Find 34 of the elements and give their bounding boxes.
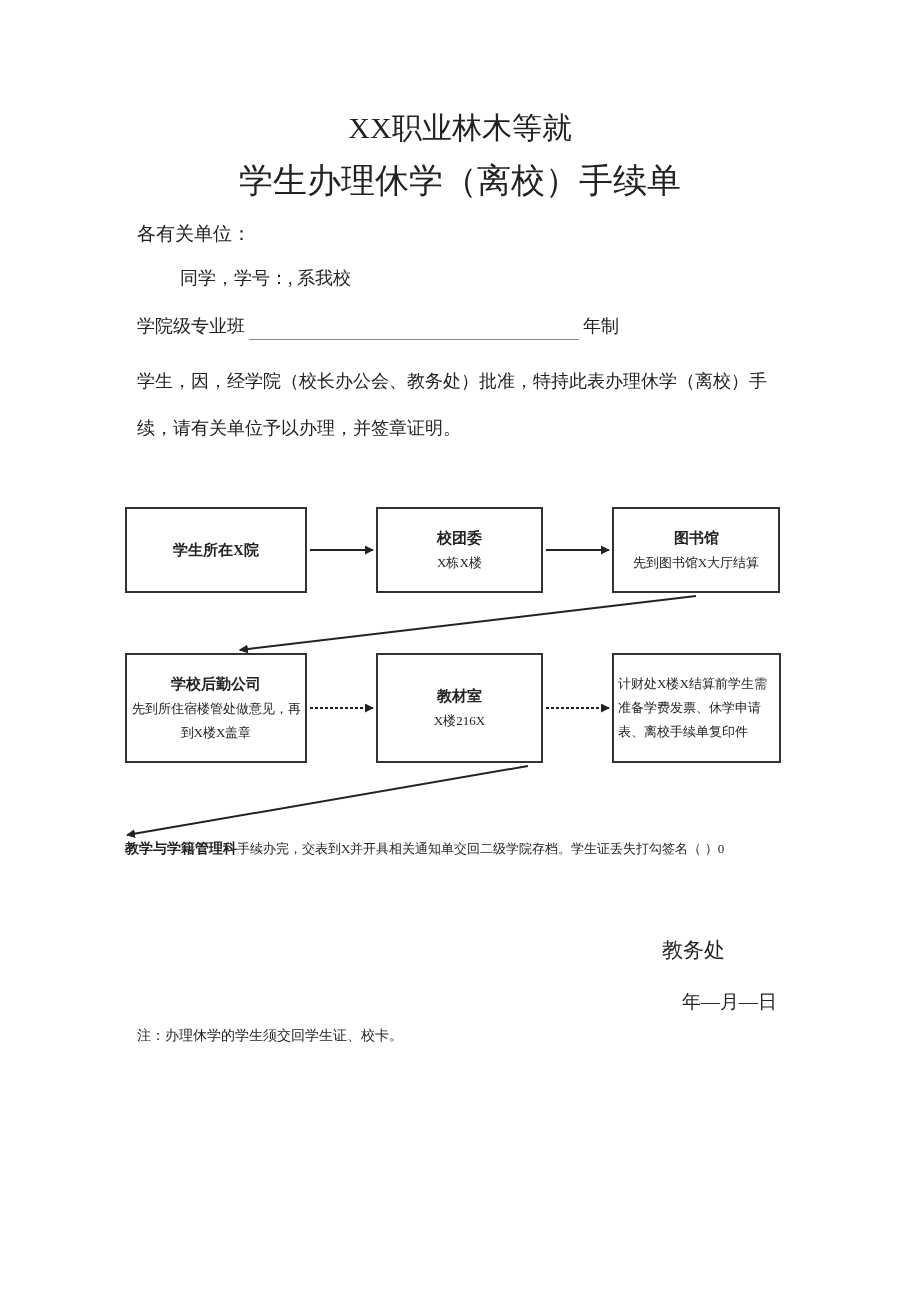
box-text: 先到图书馆X大厅结算	[632, 554, 760, 572]
note-text: 手续办完，交表到X并开具相关通知单交回二级学院存档。学生证丢失打勾签名（ ）0	[237, 841, 725, 856]
process-box	[612, 653, 781, 763]
process-box	[376, 653, 543, 763]
form-text: 年制	[583, 315, 619, 338]
box-text: X楼216X	[433, 712, 486, 730]
note-text: 注：办理休学的学生须交回学生证、校卡。	[137, 1027, 403, 1045]
salutation-text: 各有关单位：	[137, 222, 251, 246]
arrow	[545, 703, 610, 713]
arrow	[309, 703, 374, 713]
box-title: 图书馆	[673, 529, 719, 548]
box-title: 教材室	[437, 687, 482, 706]
form-text: 学院级专业班	[137, 315, 245, 338]
arrow	[238, 595, 697, 654]
step-text: 教学与学籍管理科	[125, 840, 237, 856]
box-title: 学生所在X院	[173, 541, 259, 560]
arrow	[126, 765, 529, 839]
process-box	[125, 507, 307, 593]
box-title: 校团委	[437, 529, 482, 548]
arrow	[545, 545, 610, 555]
arrow	[309, 545, 374, 555]
box-text: 先到所住宿楼管处做意见，再到X楼X盖章	[131, 700, 301, 742]
signature-text: 教务处	[662, 937, 725, 964]
document-subtitle: 学生办理休学（离校）手续单	[238, 161, 682, 201]
date-text: 年—月—日	[682, 990, 777, 1014]
process-box	[612, 507, 780, 593]
box-title: 学校后勤公司	[171, 675, 261, 694]
paragraph-text: 学生，因，经学院（校长办公会、教务处）批准，特持此表办理休学（离校）手续，请有关单位予以办理，并签章证明。	[137, 370, 768, 440]
document-title: XX职业林木等就	[347, 110, 573, 146]
box-text: 计财处X楼X结算前学生需准备学费发票、休学申请表、离校手续单复印件	[618, 675, 768, 741]
box-text: X栋X楼	[437, 554, 482, 572]
form-text: 同学，学号：, 系我校	[180, 267, 351, 290]
process-box	[376, 507, 543, 593]
process-box	[125, 653, 307, 763]
